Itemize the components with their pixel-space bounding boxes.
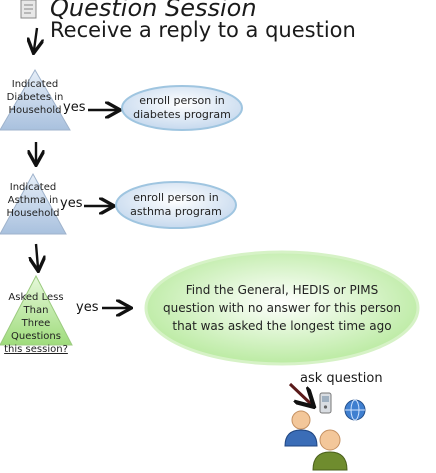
arrow-down-1 (34, 27, 37, 50)
action-find-question-text: Find the General, HEDIS or PIMS question… (162, 283, 401, 333)
action-asthma (115, 181, 237, 229)
page-title: Question Session (50, 0, 257, 22)
branch-yes-3: yes (76, 300, 99, 315)
decision-question-count-line2: Three Questions (11, 318, 61, 342)
arrow-down-3 (36, 243, 38, 268)
globe-icon (344, 399, 366, 421)
decision-question-count-line3: this session? (4, 344, 68, 355)
people-icon (284, 410, 348, 471)
action-diabetes-text: enroll person in diabetes program (133, 94, 231, 121)
phone-icon (319, 392, 332, 414)
document-icon (20, 0, 37, 19)
decision-question-count-line1: Asked Less Than (8, 292, 64, 316)
decision-asthma (0, 172, 67, 235)
page-subtitle: Receive a reply to a question (50, 18, 356, 42)
ask-question-label: ask question (300, 371, 383, 386)
branch-yes-2: yes (60, 196, 83, 211)
decision-question-count (0, 274, 73, 346)
branch-yes-1: yes (63, 100, 86, 115)
action-asthma-text: enroll person in asthma program (130, 191, 222, 218)
arrow-ask (288, 382, 311, 404)
decision-diabetes-label: Indicated Diabetes in Household (6, 79, 64, 116)
decision-asthma-label: Indicated Asthma in Household (6, 182, 60, 219)
action-find-question (144, 250, 420, 366)
decision-diabetes (0, 69, 71, 131)
action-diabetes (121, 85, 243, 131)
